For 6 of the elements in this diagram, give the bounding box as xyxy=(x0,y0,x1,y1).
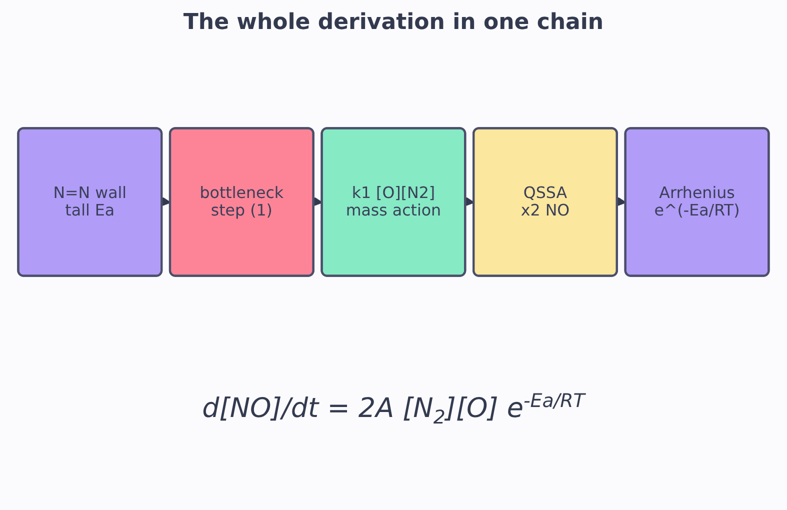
arrow xyxy=(313,196,323,206)
arrow xyxy=(161,196,171,206)
arrow xyxy=(464,196,475,206)
rate-equation: d[NO]/dt = 2A [N$_{2}$][O] e$^{-Ea/RT}$ xyxy=(202,390,585,428)
arrow xyxy=(616,196,626,206)
title: The whole derivation in one chain xyxy=(183,10,604,35)
